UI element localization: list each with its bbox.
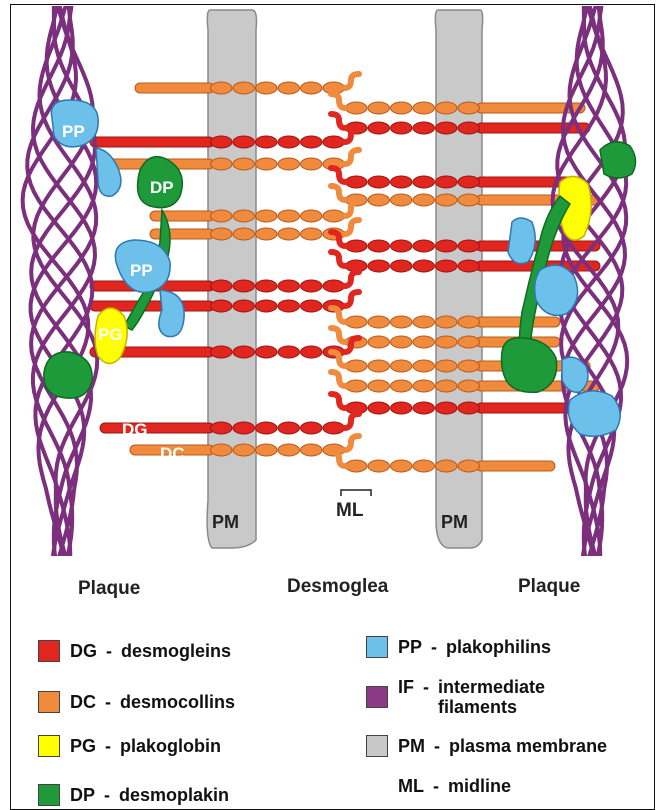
label-dg: DG [122,420,148,439]
legend-swatch-dg [38,640,60,662]
legend-item-pp: PP - plakophilins [366,636,551,658]
legend-desc-pm: plasma membrane [449,736,607,756]
legend-item-dp: DP - desmoplakin [38,784,229,806]
legend-swatch-if [366,686,388,708]
legend-abbr-dc: DC [70,692,96,712]
legend-swatch-pp [366,636,388,658]
legend-abbr-pp: PP [398,637,422,657]
plakophilin-shape [508,218,535,264]
plakophilin-shape [159,290,184,337]
legend-item-pg: PG - plakoglobin [38,735,221,757]
label-dp: DP [150,178,174,197]
label-pm-right: PM [441,512,468,532]
legend-abbr-ml: ML [398,776,424,796]
legend-item-dc: DC - desmocollins [38,691,235,713]
label-pp-1: PP [62,122,85,141]
region-label-plaque-left: Plaque [78,578,140,600]
label-if: IF [22,521,40,543]
legend-swatch-dp [38,784,60,806]
desmoplakin-shape [44,352,92,398]
legend-item-pm: PM - plasma membrane [366,735,607,757]
label-pp-2: PP [130,261,153,280]
legend-desc-dg: desmogleins [121,641,231,661]
plakophilin-shape [568,391,620,436]
legend-swatch-dc [38,691,60,713]
legend-swatch-pg [38,735,60,757]
legend-desc-pg: plakoglobin [120,736,221,756]
desmoplakin-shape [600,142,636,178]
label-ml: ML [336,500,364,521]
label-pm-left: PM [212,512,239,532]
label-dc: DC [160,444,185,463]
legend-desc-pp: plakophilins [446,637,551,657]
legend-desc-dp: desmoplakin [119,785,229,805]
legend-swatch-pm [366,735,388,757]
legend-abbr-pg: PG [70,736,96,756]
plakophilin-shape [535,265,578,315]
legend-desc-ml: midline [448,776,511,796]
label-pg: PG [98,325,123,344]
legend-abbr-if: IF [398,677,414,697]
legend-abbr-dg: DG [70,641,97,661]
plakophilin-shape [96,148,121,196]
legend-abbr-dp: DP [70,785,95,805]
intermediate-filaments-left [23,0,98,560]
legend-desc-if-line1: intermediate [438,677,545,697]
midline-bracket [341,490,371,496]
legend-desc-dc: desmocollins [120,692,235,712]
legend-item-dg: DG - desmogleins [38,640,231,662]
legend-item-ml: ML - midline [398,776,511,797]
region-label-desmoglea: Desmoglea [287,576,388,598]
desmosome-diagram: PP DP PP PG DG DC IF PM PM ML [0,0,659,560]
legend-abbr-pm: PM [398,736,425,756]
region-label-plaque-right: Plaque [518,576,580,598]
legend-desc-if-line2: filaments [438,697,517,717]
